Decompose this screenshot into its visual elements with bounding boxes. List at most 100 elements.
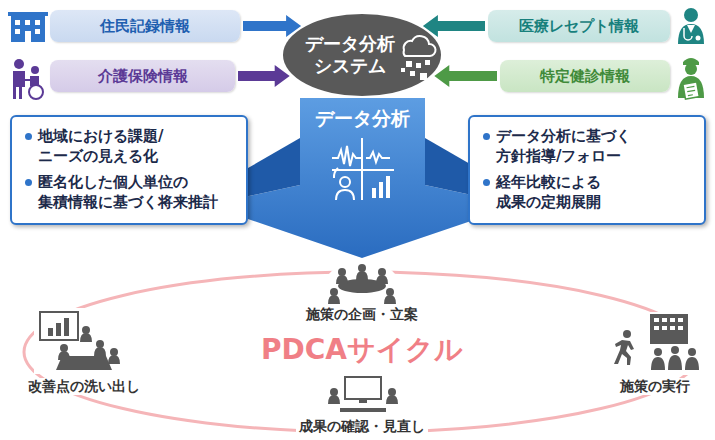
callout-box: 地域における課題/ ニーズの見える化匿名化した個人単位の 集積情報に基づく将来推… bbox=[10, 115, 248, 225]
care-icon bbox=[13, 71, 25, 99]
stage-label: 成果の確認・見直し bbox=[296, 418, 428, 435]
improve-icon bbox=[48, 328, 53, 336]
review-icon bbox=[386, 395, 398, 404]
doctor-icon bbox=[678, 8, 704, 44]
action-icon bbox=[662, 318, 667, 322]
bullet-item: 経年比較による 成果の定期展開 bbox=[482, 172, 696, 212]
doctor-icon bbox=[687, 25, 695, 33]
building-icon bbox=[25, 31, 31, 42]
doctor-icon bbox=[678, 24, 704, 44]
source-box: 特定健診情報 bbox=[500, 60, 670, 92]
stage-label: 施策の企画・立案 bbox=[303, 306, 421, 323]
improve-icon bbox=[40, 312, 78, 340]
action-icon bbox=[688, 348, 696, 356]
review-icon bbox=[322, 374, 404, 416]
care-icon bbox=[14, 59, 24, 69]
analysis-icon bbox=[379, 182, 383, 198]
analysis-icon bbox=[372, 188, 376, 198]
ellipse-fill bbox=[283, 14, 441, 96]
building-icon bbox=[11, 15, 45, 42]
building-icon bbox=[15, 20, 20, 25]
building-icon bbox=[15, 20, 40, 42]
action-icon bbox=[651, 357, 665, 370]
action-icon bbox=[670, 318, 675, 322]
building-icon bbox=[8, 12, 48, 16]
action-icon bbox=[654, 318, 683, 330]
analysis-icon bbox=[386, 176, 390, 198]
cloud-icon bbox=[404, 36, 436, 56]
box-label: 介護保険情報 bbox=[98, 67, 188, 86]
meeting-icon bbox=[338, 268, 346, 276]
review-icon bbox=[340, 408, 386, 412]
review-icon bbox=[388, 388, 396, 396]
bullet-item: 地域における課題/ ニーズの見える化 bbox=[24, 126, 238, 166]
meeting-icon bbox=[386, 288, 394, 296]
action-icon bbox=[654, 318, 659, 322]
improve-icon bbox=[108, 355, 120, 364]
review-icon bbox=[345, 377, 381, 399]
cloud-icon bbox=[416, 63, 421, 68]
stage-label: 改善点の洗い出し bbox=[25, 378, 143, 395]
action-icon bbox=[671, 346, 679, 354]
doctor-icon bbox=[684, 28, 692, 40]
meeting-icon bbox=[326, 262, 398, 304]
review-icon bbox=[328, 395, 340, 404]
action-icon bbox=[650, 314, 688, 344]
building-icon bbox=[8, 12, 48, 42]
building-icon bbox=[25, 20, 30, 25]
meeting-icon bbox=[378, 268, 386, 276]
box-label: 特定健診情報 bbox=[540, 67, 630, 86]
doctor-icon bbox=[696, 36, 701, 41]
doctor-icon bbox=[684, 8, 698, 22]
improve-icon bbox=[60, 344, 68, 352]
building-icon bbox=[35, 29, 40, 34]
action-icon bbox=[623, 330, 631, 338]
improve-icon bbox=[58, 351, 70, 360]
action-icon bbox=[606, 312, 706, 375]
meeting-icon bbox=[328, 295, 340, 304]
action-icon bbox=[668, 355, 682, 370]
improve-icon bbox=[82, 326, 90, 334]
building-icon bbox=[15, 29, 20, 34]
improve-icon bbox=[56, 323, 61, 336]
source-box: 医療レセプト情報 bbox=[488, 10, 670, 42]
meeting-icon bbox=[336, 275, 348, 284]
source-box: 住民記録情報 bbox=[50, 10, 240, 42]
flow-arrow bbox=[434, 65, 497, 87]
meeting-icon bbox=[384, 295, 396, 304]
care-icon bbox=[25, 79, 30, 81]
improve-icon bbox=[94, 347, 106, 356]
cloud-icon bbox=[420, 73, 427, 80]
cloud-icon bbox=[401, 68, 405, 72]
meeting-icon bbox=[356, 271, 368, 280]
improve-icon bbox=[64, 318, 69, 336]
improve-icon bbox=[96, 340, 104, 348]
flow-arrow bbox=[238, 65, 290, 87]
action-icon bbox=[614, 340, 634, 365]
action-icon bbox=[678, 326, 683, 330]
action-icon bbox=[606, 312, 706, 375]
analysis-icon bbox=[334, 168, 338, 178]
action-icon bbox=[678, 318, 683, 322]
callout-box: データ分析に基づく 方針指導/フォロー経年比較による 成果の定期展開 bbox=[468, 115, 706, 225]
review-icon bbox=[330, 388, 338, 396]
review-icon bbox=[322, 374, 404, 416]
analysis-icon bbox=[366, 152, 390, 162]
care-icon bbox=[13, 59, 43, 99]
meeting-icon bbox=[330, 288, 338, 296]
cloud-icon bbox=[425, 60, 430, 65]
analysis-icon bbox=[332, 138, 394, 200]
cloud-icon bbox=[401, 36, 436, 80]
analysis-icon bbox=[336, 190, 354, 200]
analysis-icon bbox=[340, 177, 350, 187]
care-icon bbox=[29, 85, 43, 99]
checkup-icon bbox=[685, 63, 697, 75]
analysis-icon bbox=[332, 146, 362, 166]
flow-arrow bbox=[243, 15, 301, 37]
cloud-icon bbox=[410, 71, 415, 76]
action-icon bbox=[685, 357, 699, 370]
box-label: 住民記録情報 bbox=[100, 17, 190, 36]
system-label: データ分析 システム bbox=[300, 33, 400, 78]
